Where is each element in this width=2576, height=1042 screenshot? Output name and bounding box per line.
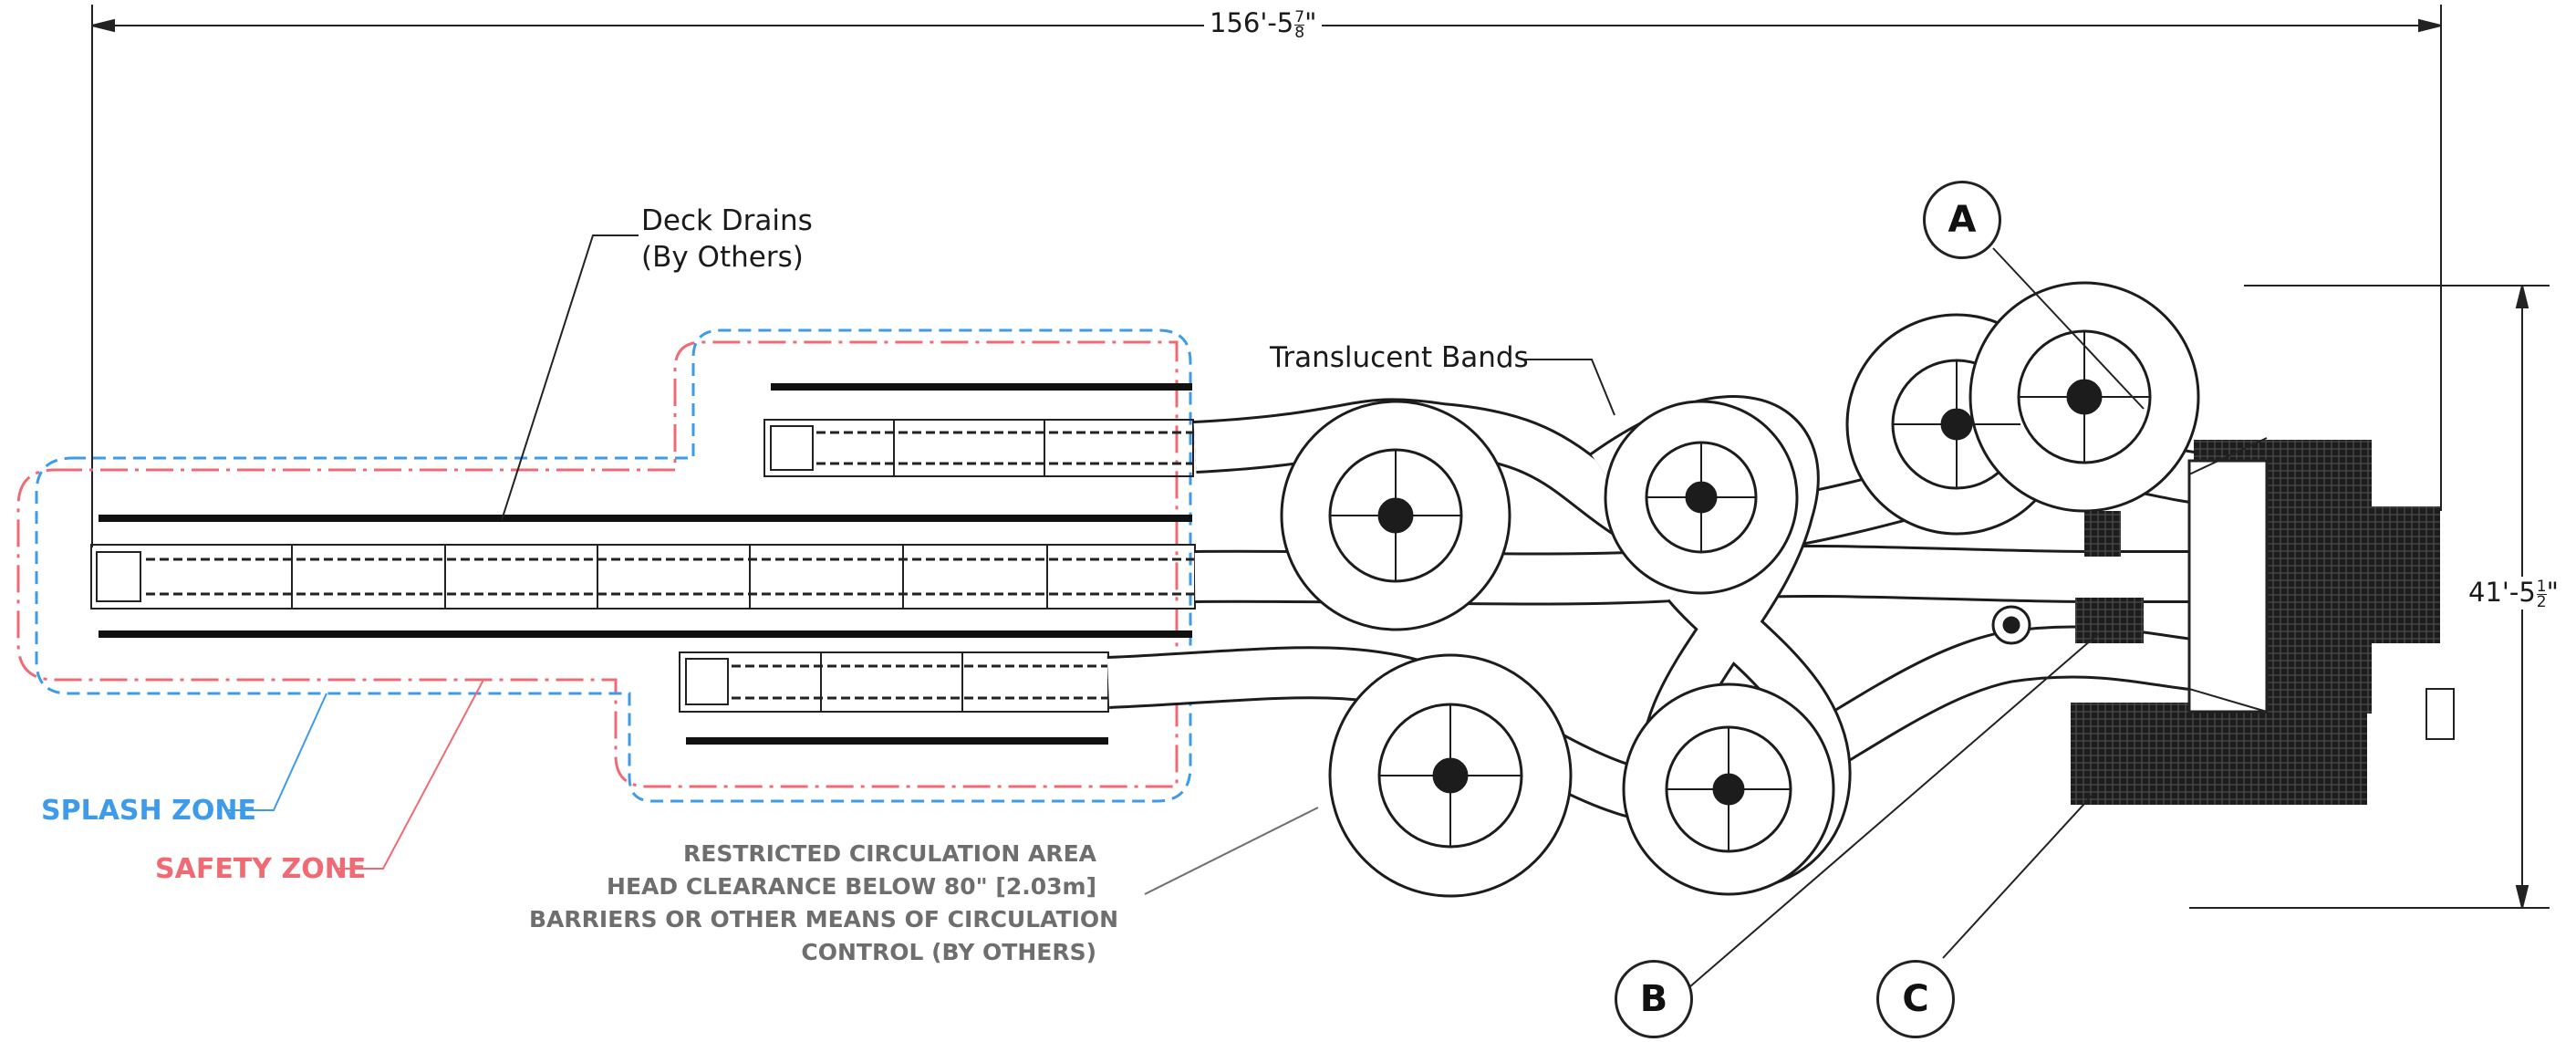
zone-leaders <box>226 679 484 870</box>
detail-marker-a[interactable]: A <box>1923 181 2001 259</box>
restricted-circulation-note: RESTRICTED CIRCULATION AREA HEAD CLEARAN… <box>529 838 1119 969</box>
overall-width-unit: " <box>2546 577 2559 608</box>
translucent-bands-callout: Translucent Bands <box>1270 341 1529 374</box>
slide-tower <box>2071 437 2455 805</box>
runout-lane-upper <box>763 419 1194 477</box>
overall-length-denominator: 8 <box>1294 23 1305 42</box>
overall-width-dimension <box>2189 285 2550 909</box>
overall-length-value: 156'-5 <box>1210 7 1294 38</box>
deck-drains-note: (By Others) <box>641 241 804 274</box>
overall-width-denominator: 2 <box>2536 592 2547 611</box>
leader-lines <box>501 234 2145 994</box>
detail-marker-c[interactable]: C <box>1876 960 1955 1038</box>
safety-zone-label: SAFETY ZONE <box>155 853 367 885</box>
runout-lane-lower <box>679 651 1109 713</box>
detail-marker-b[interactable]: B <box>1615 960 1693 1038</box>
helix-spokes <box>1330 331 2150 851</box>
deck-drains <box>99 383 1192 745</box>
deck-drains-label: Deck Drains <box>641 204 813 237</box>
restricted-line-4: CONTROL (BY OTHERS) <box>801 939 1096 965</box>
restricted-line-1: RESTRICTED CIRCULATION AREA <box>682 840 1096 867</box>
overall-length-numerator: 7 <box>1294 7 1305 26</box>
overall-length-unit: " <box>1304 7 1317 38</box>
runout-lane-main <box>90 544 1196 610</box>
restricted-line-2: HEAD CLEARANCE BELOW 80" [2.03m] <box>607 873 1096 900</box>
overall-width-numerator: 1 <box>2536 577 2547 596</box>
splash-zone-boundary <box>35 328 1192 803</box>
deck-drains-callout: Deck Drains (By Others) <box>641 203 813 276</box>
safety-zone-boundary <box>16 340 1179 788</box>
splash-zone-label: SPLASH ZONE <box>41 795 256 827</box>
restricted-line-3: BARRIERS OR OTHER MEANS OF CIRCULATION <box>529 906 1119 933</box>
overall-width-value: 41'-5 <box>2468 577 2536 608</box>
